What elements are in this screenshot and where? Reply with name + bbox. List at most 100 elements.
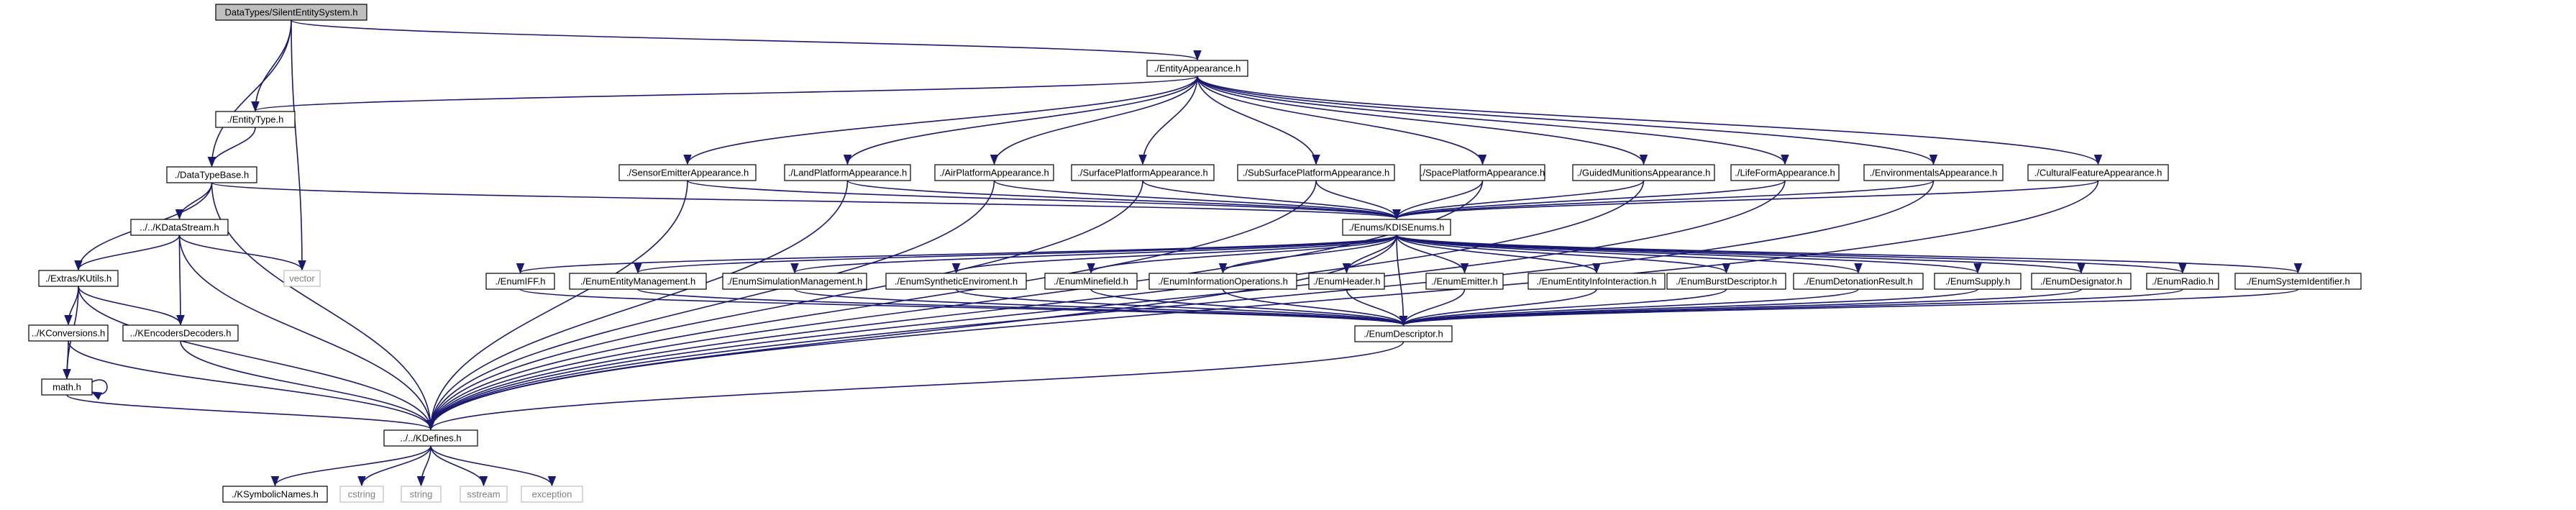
node-airplatform[interactable]: ./AirPlatformAppearance.h [934, 164, 1054, 181]
node-enumsystemid[interactable]: ./EnumSystemIdentifier.h [2234, 273, 2362, 290]
node-label-enumentitymgmt: ./EnumEntityManagement.h [580, 276, 695, 287]
node-label-vector: vector [289, 273, 315, 284]
node-kconversions[interactable]: ../KConversions.h [28, 324, 109, 342]
edge-kdatastream-to-kencoders [176, 234, 185, 326]
node-kencoders[interactable]: ../KEncodersDecoders.h [122, 324, 239, 342]
node-entityappearance[interactable]: ./EntityAppearance.h [1146, 60, 1248, 77]
edge-enumsimmgmt-to-enumdescriptor [794, 288, 1407, 327]
node-label-entitytype: ./EntityType.h [227, 114, 284, 125]
node-lifeform[interactable]: ./LifeFormAppearance.h [1730, 164, 1840, 181]
node-landplatform[interactable]: ./LandPlatformAppearance.h [784, 164, 911, 181]
node-kdatastream[interactable]: ../../KDataStream.h [130, 219, 229, 236]
node-label-enumsimmgmt: ./EnumSimulationManagement.h [727, 276, 863, 287]
node-box-entitytype [215, 111, 296, 128]
edge-landplatform-to-kdisenums [846, 180, 1401, 220]
edge-enumsystemid-to-enumdescriptor [1399, 288, 2299, 327]
edge-kdisenums-to-enumemitter [1396, 234, 1469, 274]
node-label-ksymbolic: ./KSymbolicNames.h [232, 489, 319, 500]
node-enumsimmgmt[interactable]: ./EnumSimulationManagement.h [722, 273, 867, 290]
node-enumiff[interactable]: ./EnumIFF.h [485, 273, 555, 290]
edge-spaceplatform-to-kdisenums [1392, 180, 1484, 220]
node-kutils[interactable]: ./Extras/KUtils.h [38, 270, 119, 287]
node-kdisenums[interactable]: ./Enums/KDISEnums.h [1342, 219, 1451, 236]
node-box-sstream [460, 486, 508, 503]
node-label-enumsupply: ./EnumSupply.h [1945, 276, 2011, 287]
node-label-enumradio: ./EnumRadio.h [2152, 276, 2214, 287]
edge-kdisenums-to-enumiff [516, 234, 1397, 274]
node-math[interactable]: math.h [41, 378, 93, 396]
node-box-sensoremitter [618, 164, 757, 181]
edge-kdisenums-to-enumdescriptor [1396, 234, 1408, 327]
node-enumdescriptor[interactable]: ./EnumDescriptor.h [1354, 325, 1453, 342]
node-enumheader[interactable]: ./EnumHeader.h [1308, 273, 1385, 290]
node-label-spaceplatform: ./SpacePlatformAppearance.h [1420, 168, 1545, 178]
node-vector[interactable]: vector [283, 270, 321, 287]
node-datatypebase[interactable]: ./DataTypeBase.h [166, 166, 257, 183]
node-entitytype[interactable]: ./EntityType.h [215, 111, 296, 128]
node-ksymbolic[interactable]: ./KSymbolicNames.h [222, 486, 328, 503]
node-culturalfeature[interactable]: ./CulturalFeatureAppearance.h [2027, 164, 2169, 181]
node-environmentals[interactable]: ./EnvironmentalsAppearance.h [1863, 164, 2004, 181]
node-root[interactable]: DataTypes/SilentEntitySystem.h [215, 4, 367, 21]
node-box-landplatform [784, 164, 911, 181]
edge-root-to-entityappearance [291, 19, 1202, 61]
nodes-layer: DataTypes/SilentEntitySystem.h ./EntityAp… [28, 4, 2362, 503]
node-label-environmentals: ./EnvironmentalsAppearance.h [1870, 168, 1998, 178]
node-label-enumsynthetic: ./EnumSyntheticEnviroment.h [895, 276, 1018, 287]
node-label-enumdetonation: ./EnumDetonationResult.h [1804, 276, 1913, 287]
edge-kdefines-to-exception [430, 445, 557, 487]
edge-sensoremitter-to-kdisenums [687, 180, 1401, 220]
edge-kutils-to-kconversions [64, 286, 79, 326]
node-enumminefield[interactable]: ./EnumMinefield.h [1044, 273, 1138, 290]
node-enuminfoops[interactable]: ./EnumInformationOperations.h [1148, 273, 1297, 290]
node-label-math: math.h [52, 382, 81, 393]
node-label-surfaceplatform: ./SurfacePlatformAppearance.h [1077, 168, 1207, 178]
edge-spaceplatform-to-kdefines [426, 180, 1484, 431]
node-box-kconversions [28, 324, 109, 342]
node-enumsynthetic[interactable]: ./EnumSyntheticEnviroment.h [885, 273, 1027, 290]
node-box-enumemitter [1425, 273, 1504, 290]
node-enumradio[interactable]: ./EnumRadio.h [2146, 273, 2219, 290]
node-box-lifeform [1730, 164, 1840, 181]
node-sstream[interactable]: sstream [460, 486, 508, 503]
node-label-enumiff: ./EnumIFF.h [495, 276, 545, 287]
edge-datatypebase-to-kdisenums [211, 182, 1400, 220]
node-enumdesignator[interactable]: ./EnumDesignator.h [2031, 273, 2132, 290]
node-string[interactable]: string [401, 486, 442, 503]
node-subsurface[interactable]: ./SubSurfacePlatformAppearance.h [1237, 164, 1395, 181]
node-box-culturalfeature [2027, 164, 2169, 181]
edge-kdisenums-to-enumentityinfo [1396, 234, 1601, 274]
node-label-enumdescriptor: ./EnumDescriptor.h [1364, 329, 1443, 340]
node-box-kdatastream [130, 219, 229, 236]
node-guidedmunitions[interactable]: ./GuidedMunitionsAppearance.h [1572, 164, 1715, 181]
node-label-root: DataTypes/SilentEntitySystem.h [225, 7, 358, 18]
node-label-string: string [410, 489, 433, 500]
node-enumemitter[interactable]: ./EnumEmitter.h [1425, 273, 1504, 290]
node-spaceplatform[interactable]: ./SpacePlatformAppearance.h [1420, 164, 1545, 181]
edge-kdisenums-to-enumentitymgmt [634, 234, 1397, 274]
edge-kdisenums-to-enumsimmgmt [790, 234, 1397, 274]
node-kdefines[interactable]: ../../KDefines.h [383, 429, 478, 447]
edge-kdefines-to-string [416, 445, 431, 487]
node-label-lifeform: ./LifeFormAppearance.h [1735, 168, 1835, 178]
node-exception[interactable]: exception [521, 486, 583, 503]
node-enumentityinfo[interactable]: ./EnumEntityInfoInteraction.h [1527, 273, 1666, 290]
node-sensoremitter[interactable]: ./SensorEmitterAppearance.h [618, 164, 757, 181]
node-cstring[interactable]: cstring [339, 486, 384, 503]
node-enumburst[interactable]: ./EnumBurstDescriptor.h [1666, 273, 1786, 290]
node-box-enumheader [1308, 273, 1385, 290]
edge-environmentals-to-kdisenums [1392, 180, 1935, 220]
edge-kdisenums-to-enumsynthetic [952, 234, 1397, 274]
node-enumentitymgmt[interactable]: ./EnumEntityManagement.h [569, 273, 707, 290]
node-label-enumdesignator: ./EnumDesignator.h [2040, 276, 2122, 287]
node-enumdetonation[interactable]: ./EnumDetonationResult.h [1793, 273, 1924, 290]
node-box-airplatform [934, 164, 1054, 181]
edge-enumburst-to-enumdescriptor [1399, 288, 1727, 327]
edge-entityappearance-to-culturalfeature [1197, 76, 2102, 165]
node-enumsupply[interactable]: ./EnumSupply.h [1934, 273, 2022, 290]
node-box-kencoders [122, 324, 239, 342]
node-box-math [41, 378, 93, 396]
node-surfaceplatform[interactable]: ./SurfacePlatformAppearance.h [1071, 164, 1215, 181]
edge-enumdescriptor-to-kdefines [426, 341, 1405, 431]
node-label-landplatform: ./LandPlatformAppearance.h [788, 168, 908, 178]
